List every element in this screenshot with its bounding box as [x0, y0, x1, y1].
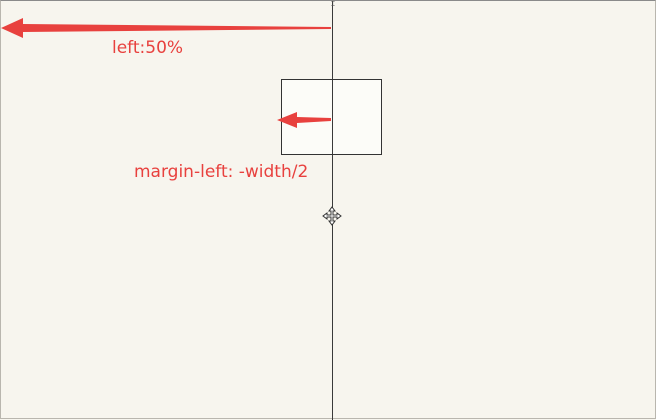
- center-guide-marker: ⌶: [330, 0, 335, 8]
- left-50-label: left:50%: [112, 38, 184, 58]
- box-center-line: [332, 80, 333, 154]
- margin-left-label: margin-left: -width/2: [134, 162, 309, 182]
- left-50-arrow: [1, 18, 331, 38]
- move-cursor-icon: [322, 206, 342, 226]
